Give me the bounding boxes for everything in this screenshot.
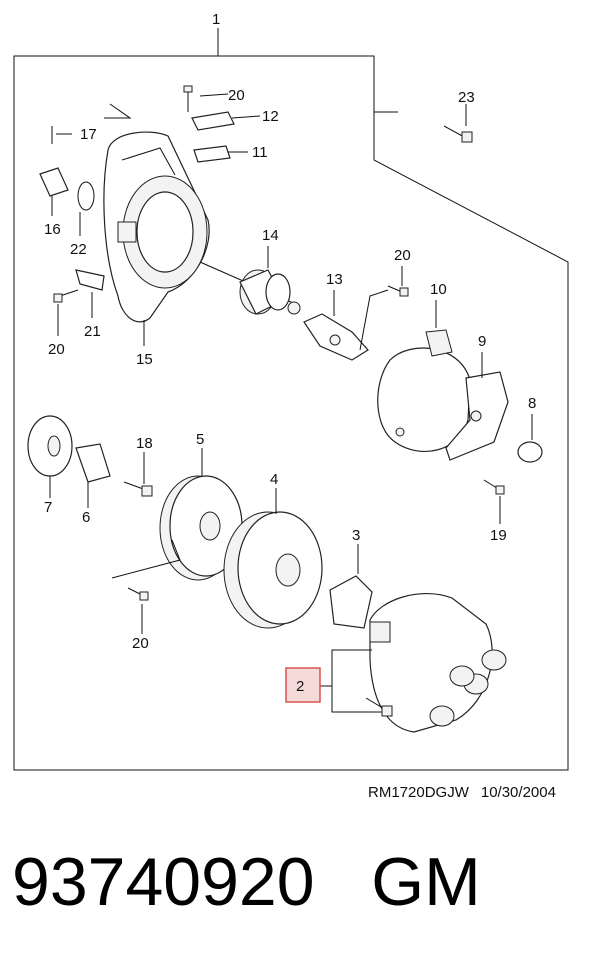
callout-2[interactable]: 2 [296, 678, 304, 695]
callout-14: 14 [262, 227, 279, 244]
part-number-caption: 93740920 GM [12, 848, 481, 916]
callout-7: 7 [44, 499, 52, 516]
bolt-part-20-left [53, 289, 79, 303]
bolt-part-20-right [387, 285, 409, 297]
callout-23: 23 [458, 89, 475, 106]
part-number: 93740920 [12, 844, 315, 920]
bushing-part-16 [39, 167, 69, 197]
pulley-part-5 [159, 475, 243, 581]
coil-part-3 [329, 575, 373, 629]
callout-1: 1 [212, 11, 220, 28]
clip-part-21 [75, 269, 105, 291]
drawing-reference: RM1720DGJW 10/30/2004 [368, 784, 568, 801]
gasket-part-11 [193, 145, 231, 163]
callout-2-highlight[interactable] [285, 667, 321, 703]
callout-10: 10 [430, 281, 447, 298]
housing-part-10 [377, 329, 471, 453]
plate-part-13 [303, 313, 369, 361]
clutch-part-4 [223, 511, 323, 629]
callout-3: 3 [352, 527, 360, 544]
callout-labels: 1 20 12 11 17 16 22 23 14 20 13 10 21 9 … [44, 11, 536, 695]
bolt-compressor [365, 697, 393, 717]
drawing-code: RM1720DGJW [368, 784, 469, 801]
callout-12: 12 [262, 108, 279, 125]
assembly-boundary [13, 55, 569, 771]
drawing-date: 10/30/2004 [480, 784, 556, 801]
callout-8: 8 [528, 395, 536, 412]
bolt-part-20-bottom [127, 587, 149, 601]
callout-20-top: 20 [228, 87, 245, 104]
bearing-part-14 [199, 261, 301, 315]
sensor-ring-part-7 [27, 415, 73, 477]
callout-16: 16 [44, 221, 61, 238]
callout-9: 9 [478, 333, 486, 350]
callout-6: 6 [82, 509, 90, 526]
callout-20-right: 20 [394, 247, 411, 264]
bracket-part-9 [445, 371, 509, 461]
callout-17: 17 [80, 126, 97, 143]
gasket-part-12 [191, 111, 235, 131]
ring-part-22 [77, 181, 95, 211]
callout-11: 11 [252, 144, 268, 161]
callout-15: 15 [136, 351, 153, 368]
callout-22: 22 [70, 241, 87, 258]
brand-name: GM [371, 844, 481, 920]
callout-19: 19 [490, 527, 507, 544]
callout-18: 18 [136, 435, 153, 452]
bolt-part-20-top [183, 85, 193, 112]
callout-13: 13 [326, 271, 343, 288]
callout-20-left: 20 [48, 341, 65, 358]
housing-part-15 [103, 131, 210, 323]
compressor-part-2 [369, 593, 507, 733]
leader-lines [49, 93, 533, 713]
hub-part-6 [75, 443, 111, 483]
callout-21: 21 [84, 323, 101, 340]
bolt-part-18 [123, 481, 153, 497]
bolt-part-19 [483, 479, 505, 495]
callout-5: 5 [196, 431, 204, 448]
callout-20-bottom: 20 [132, 635, 149, 652]
callout-4: 4 [270, 471, 278, 488]
bolt-part-23 [443, 125, 473, 143]
washer-part-8 [517, 441, 543, 463]
